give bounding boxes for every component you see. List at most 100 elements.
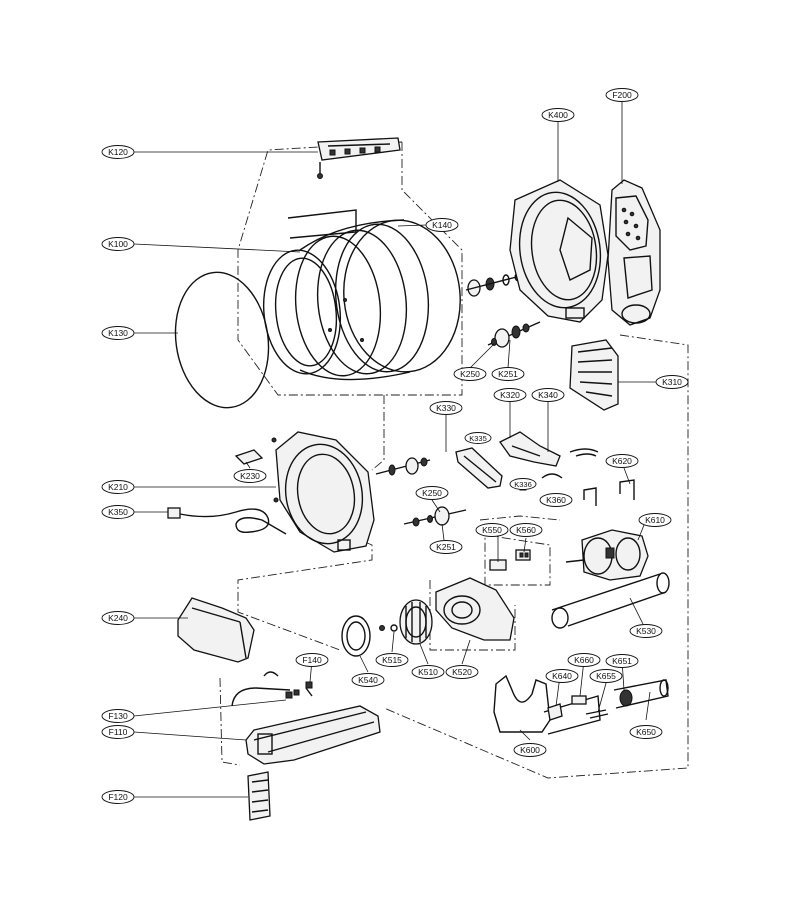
callout-label: K540 xyxy=(358,675,378,685)
part-k530-tube xyxy=(551,572,670,629)
callout-label: K515 xyxy=(382,655,402,665)
part-k655-clip xyxy=(585,709,609,719)
leader-lines xyxy=(132,102,658,798)
callout-label: K320 xyxy=(500,390,520,400)
callout-k640: K640 xyxy=(545,669,579,683)
callout-k340: K340 xyxy=(531,388,565,402)
callout-k510: K510 xyxy=(411,665,445,679)
part-k120-bracket xyxy=(287,137,401,239)
callout-label: K660 xyxy=(574,655,594,665)
callout-label: K600 xyxy=(520,745,540,755)
callout-label: K250 xyxy=(422,488,442,498)
callout-label: F140 xyxy=(302,655,322,665)
callout-label: K230 xyxy=(240,471,260,481)
callout-k250-lower: K250 xyxy=(415,486,449,500)
callout-label: K400 xyxy=(548,110,568,120)
callout-label: K360 xyxy=(546,495,566,505)
callout-label: K336 xyxy=(514,480,532,489)
callout-label: K310 xyxy=(662,377,682,387)
callout-k350: K350 xyxy=(101,505,135,519)
callout-f200: F200 xyxy=(605,88,639,102)
callout-label: K510 xyxy=(418,667,438,677)
callout-label: K620 xyxy=(612,456,632,466)
callout-label: F130 xyxy=(108,711,128,721)
callout-label: K330 xyxy=(436,403,456,413)
part-k660-pulley xyxy=(571,695,587,705)
part-k310-filter xyxy=(569,339,619,411)
part-k600-bracket xyxy=(493,674,601,735)
part-k100-drum xyxy=(262,219,461,381)
part-k330-bracket xyxy=(455,447,503,489)
callout-k600: K600 xyxy=(513,743,547,757)
callout-label: K120 xyxy=(108,147,128,157)
callout-label: K550 xyxy=(482,525,502,535)
callout-f140: F140 xyxy=(295,653,329,667)
callout-label: K100 xyxy=(108,239,128,249)
part-k520-blower-housing xyxy=(435,577,515,641)
callout-label: K210 xyxy=(108,482,128,492)
callout-k251-lower: K251 xyxy=(429,540,463,554)
callout-k335: K335 xyxy=(464,432,492,444)
callout-k560: K560 xyxy=(509,523,543,537)
callout-label: F200 xyxy=(612,90,632,100)
callout-k250-upper: K250 xyxy=(453,367,487,381)
callout-k120: K120 xyxy=(101,145,135,159)
callout-label: F120 xyxy=(108,792,128,802)
callout-k240: K240 xyxy=(101,611,135,625)
callout-label: K530 xyxy=(636,626,656,636)
callout-k400: K400 xyxy=(541,108,575,122)
part-lower-bearing xyxy=(403,506,467,527)
part-k610-motor xyxy=(565,529,649,581)
callout-label: K335 xyxy=(469,434,487,443)
part-k210-front-bulkhead xyxy=(271,431,375,553)
part-k651-bearing xyxy=(619,689,633,707)
part-k360-clip xyxy=(541,473,563,479)
callout-label: K651 xyxy=(612,656,632,666)
part-k400-rear-bulkhead xyxy=(509,179,609,323)
part-k640-spring xyxy=(547,703,563,721)
part-k240-cover xyxy=(177,597,255,663)
callout-label: K251 xyxy=(436,542,456,552)
callout-label: K350 xyxy=(108,507,128,517)
callout-label: K240 xyxy=(108,613,128,623)
callout-k530: K530 xyxy=(629,624,663,638)
callout-k660: K660 xyxy=(567,653,601,667)
callout-k651: K651 xyxy=(605,654,639,668)
callout-label: K640 xyxy=(552,671,572,681)
callout-k210: K210 xyxy=(101,480,135,494)
callout-label: K650 xyxy=(636,727,656,737)
callout-k550: K550 xyxy=(475,523,509,537)
callout-tags: K120 K100 K130 K140 K400 F200 K250 K251 xyxy=(101,88,689,804)
callout-label: K340 xyxy=(538,390,558,400)
part-f140-sensor xyxy=(305,681,313,697)
callout-label: K520 xyxy=(452,667,472,677)
part-f200-duct xyxy=(607,179,661,326)
part-k650-idler xyxy=(613,679,669,709)
callout-label: K655 xyxy=(596,671,616,681)
part-k515-washer xyxy=(379,624,398,632)
part-upper-bearing xyxy=(487,321,541,348)
callout-k655: K655 xyxy=(589,669,623,683)
part-k510-blower-wheel xyxy=(399,599,433,645)
part-front-shaft xyxy=(375,457,431,476)
callout-label: K130 xyxy=(108,328,128,338)
callout-k230: K230 xyxy=(233,469,267,483)
callout-k360: K360 xyxy=(539,493,573,507)
callout-label: K610 xyxy=(645,515,665,525)
callout-k610: K610 xyxy=(638,513,672,527)
part-k350-wire xyxy=(167,507,287,535)
part-k340-clip xyxy=(569,448,599,457)
callout-label: K251 xyxy=(498,369,518,379)
callout-f120: F120 xyxy=(101,790,135,804)
callout-f130: F130 xyxy=(101,709,135,723)
callout-k650: K650 xyxy=(629,725,663,739)
part-k130-belt xyxy=(174,271,270,409)
part-k230-bracket xyxy=(234,449,264,465)
callout-k336: K336 xyxy=(509,478,537,490)
callout-label: K560 xyxy=(516,525,536,535)
callout-k320: K320 xyxy=(493,388,527,402)
callout-k330-upper: K330 xyxy=(429,401,463,415)
part-k620-clips xyxy=(583,479,635,506)
callout-k620: K620 xyxy=(605,454,639,468)
